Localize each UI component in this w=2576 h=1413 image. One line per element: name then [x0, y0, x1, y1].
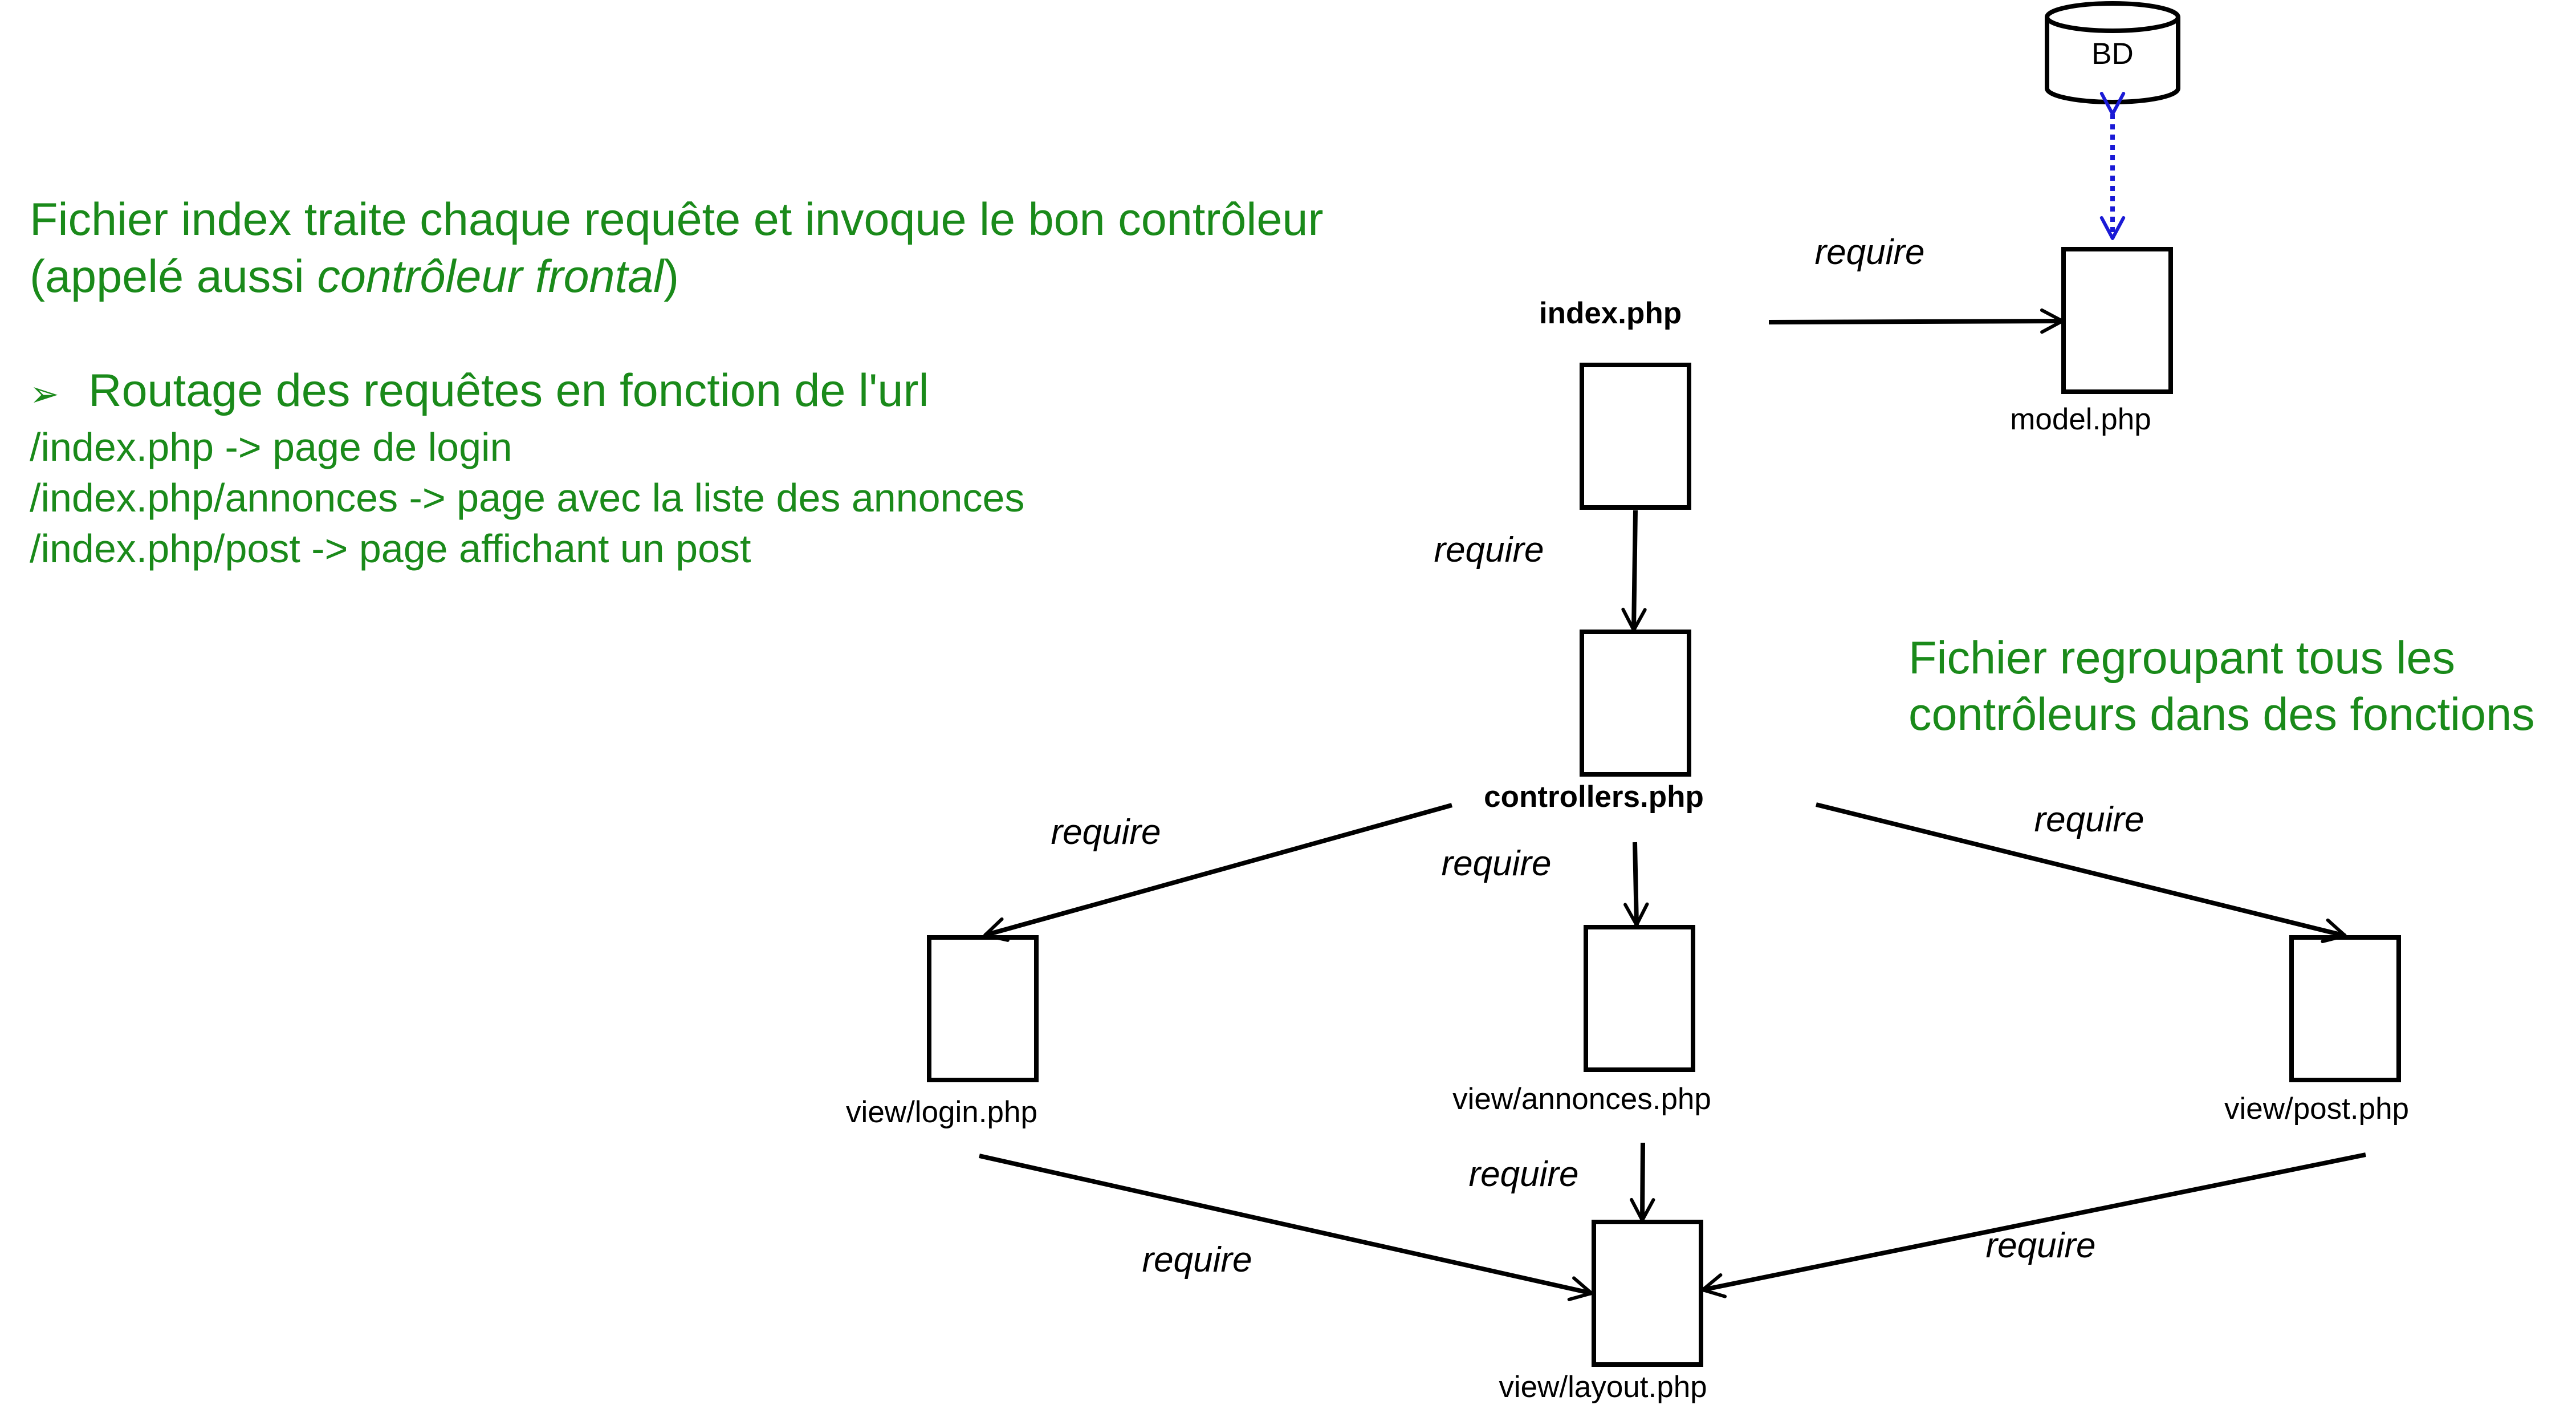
- login-file-box: [927, 935, 1039, 1082]
- arrow-login-layout: [979, 1154, 1593, 1301]
- bullet-routing: Routage des requêtes en fonction de l'ur…: [88, 365, 929, 416]
- controllers-note: Fichier regroupant tous les contrôleurs …: [1908, 632, 2535, 740]
- login-label: view/login.php: [846, 1095, 1037, 1129]
- index-label: index.php: [1539, 297, 1682, 330]
- annonces-label: view/annonces.php: [1452, 1082, 1711, 1116]
- arrow-controllers-login: [983, 803, 1453, 942]
- arrow-controllers-post: [1816, 802, 2347, 943]
- route-login: /index.php -> page de login: [30, 425, 512, 469]
- arrow-post-layout: [1701, 1152, 2366, 1298]
- index-file-box: [1580, 363, 1691, 510]
- annonces-file-box: [1584, 925, 1695, 1072]
- controllers-file-box: [1580, 630, 1691, 777]
- arrow-controllers-annonces: [1623, 842, 1649, 927]
- edge-label-index-controllers: require: [1434, 530, 1544, 570]
- note-line-1: Fichier regroupant tous les: [1908, 632, 2455, 684]
- edge-label-annonces-layout: require: [1469, 1155, 1579, 1194]
- post-file-box: [2289, 935, 2401, 1082]
- edge-label-post-layout: require: [1986, 1226, 2096, 1265]
- controllers-label: controllers.php: [1484, 780, 1704, 814]
- arrow-annonces-layout: [1630, 1142, 1655, 1222]
- edge-label-index-model: require: [1815, 233, 1925, 272]
- layout-file-box: [1592, 1220, 1703, 1367]
- edge-label-controllers-annonces: require: [1442, 844, 1552, 883]
- description-line-1: Fichier index traite chaque requête et i…: [30, 194, 1323, 245]
- note-line-2: contrôleurs dans des fonctions: [1908, 689, 2535, 740]
- model-file-box: [2061, 247, 2173, 394]
- database-label: BD: [2091, 37, 2134, 71]
- edge-label-controllers-post: require: [2034, 800, 2144, 839]
- arrow-bullet-icon: ➢: [30, 375, 59, 414]
- layout-label: view/layout.php: [1499, 1370, 1707, 1404]
- database-node: BD: [2045, 1, 2180, 104]
- arrow-index-controllers: [1621, 510, 1647, 632]
- post-label: view/post.php: [2224, 1092, 2409, 1126]
- description-line-2: (appelé aussi contrôleur frontal): [30, 251, 679, 302]
- arrow-index-model: [1768, 308, 2064, 334]
- route-annonces: /index.php/annonces -> page avec la list…: [30, 476, 1024, 520]
- edge-label-login-layout: require: [1142, 1240, 1252, 1280]
- description-block: Fichier index traite chaque requête et i…: [30, 194, 1323, 571]
- route-post: /index.php/post -> page affichant un pos…: [30, 526, 751, 571]
- edge-label-controllers-login: require: [1051, 813, 1161, 852]
- model-label: model.php: [2010, 403, 2151, 436]
